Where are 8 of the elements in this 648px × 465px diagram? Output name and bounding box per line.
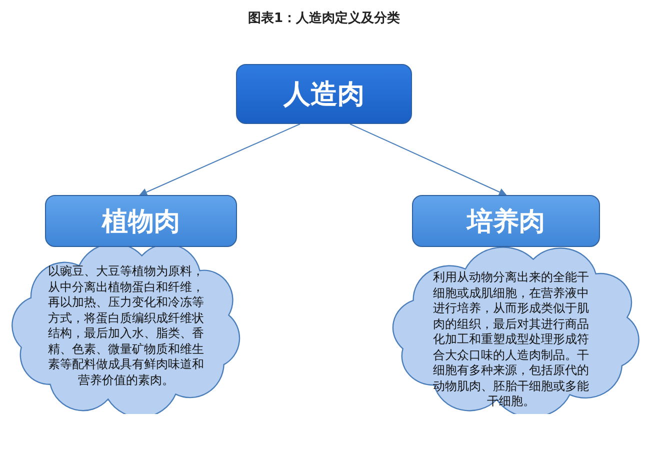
arrow	[350, 124, 507, 196]
category-box: 植物肉	[45, 195, 237, 247]
category-box: 培养肉	[412, 195, 600, 247]
title-box: 人造肉	[236, 64, 412, 124]
description-text: 利用从动物分离出来的全能干细胞或成肌细胞，在营养液中进行培养，从而形成类似于肌肉的组织，最后对其进行商品化加工和重塑成型处理形成符合大众口味的人造肉制品。干细胞有多种来源，包括原代的动物肌肉、胚胎干细胞或多能干细胞。	[432, 270, 590, 410]
description-text: 以豌豆、大豆等植物为原料，从中分离出植物蛋白和纤维，再以加热、压力变化和冷冻等方式，将蛋白质编织成纤维状结构，最后加入水、脂类、香精、色素、微量矿物质和维生素等配料做成具有鲜肉味道和营养价值的素肉。	[47, 264, 205, 388]
title: 图表1：人造肉定义及分类	[246, 10, 402, 27]
arrow	[139, 124, 300, 196]
